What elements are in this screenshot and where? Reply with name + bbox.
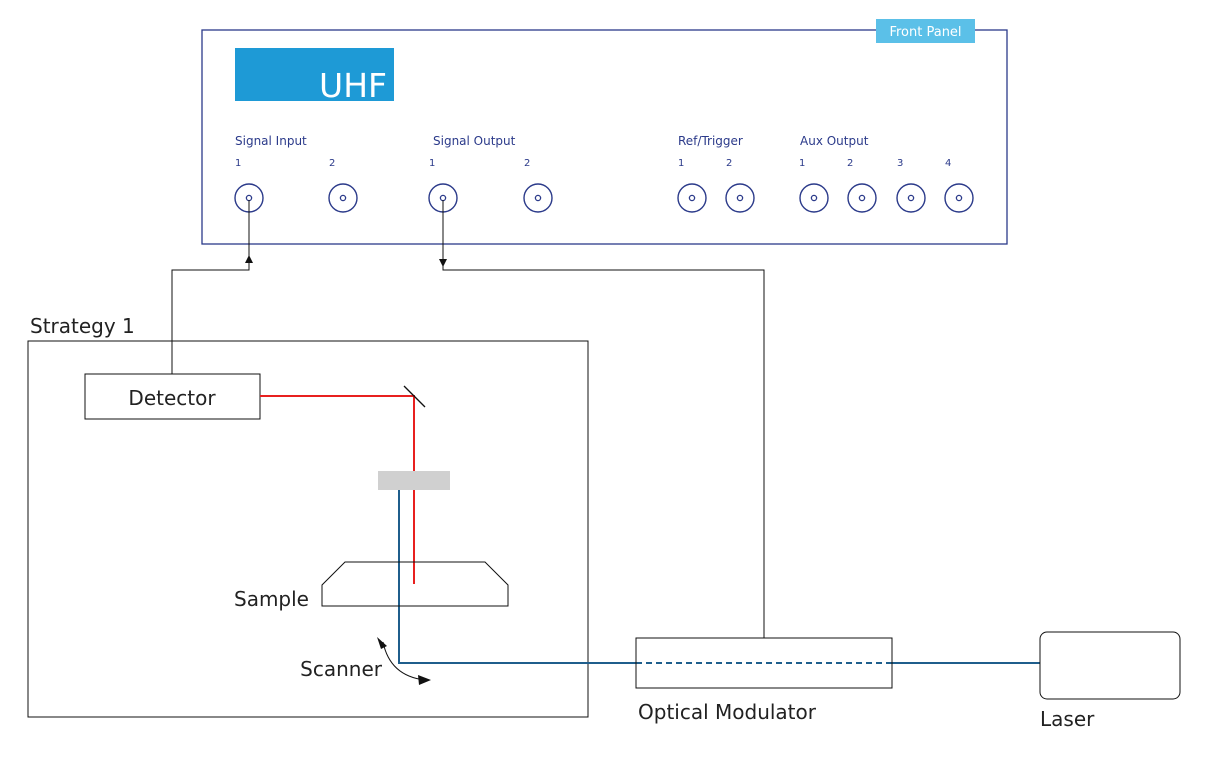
- scanner-arrow-bottom: [418, 675, 431, 685]
- optical-modulator-label: Optical Modulator: [638, 700, 817, 724]
- strategy-title: Strategy 1: [30, 314, 135, 338]
- ref-trigger-2-connector[interactable]: [725, 183, 755, 213]
- strategy-box: [27, 340, 589, 718]
- signal-input-2-connector[interactable]: [328, 183, 358, 213]
- uhf-logo: [235, 48, 394, 101]
- ref-trigger-label: Ref/Trigger: [678, 134, 743, 148]
- aux-output-port-1-number: 1: [799, 158, 805, 169]
- mirror: [403, 385, 426, 408]
- signal-output-port-1-number: 1: [429, 158, 435, 169]
- signal-input-label: Signal Input: [235, 134, 307, 148]
- ref-trigger-1-connector[interactable]: [677, 183, 707, 213]
- aux-output-4-connector[interactable]: [944, 183, 974, 213]
- aux-output-2-connector[interactable]: [847, 183, 877, 213]
- front-panel-frame: [201, 29, 1008, 245]
- detector-label: Detector: [128, 386, 216, 410]
- signal-output-arrowhead: [439, 259, 447, 267]
- aux-output-3-connector[interactable]: [896, 183, 926, 213]
- signal-output-2-connector[interactable]: [523, 183, 553, 213]
- aux-output-port-4-number: 4: [945, 158, 951, 169]
- front-panel-tag: Front Panel: [889, 25, 961, 40]
- detector-to-signal-input-cable: [171, 200, 250, 374]
- signal-input-port-2-number: 2: [329, 158, 335, 169]
- laser-label: Laser: [1040, 707, 1095, 731]
- laser-box: [1039, 631, 1181, 700]
- ref-trigger-port-1-number: 1: [678, 158, 684, 169]
- aux-output-label: Aux Output: [800, 134, 869, 148]
- optical-filter: [378, 471, 450, 490]
- scanner-arrow-top: [377, 637, 387, 649]
- ref-trigger-port-2-number: 2: [726, 158, 732, 169]
- signal-output-to-modulator-cable: [442, 200, 765, 638]
- scanner-arc: [382, 641, 426, 681]
- signal-input-port-1-number: 1: [235, 158, 241, 169]
- signal-input-arrowhead: [245, 255, 253, 263]
- uhf-logo-text: UHF: [319, 66, 387, 105]
- signal-output-label: Signal Output: [433, 134, 516, 148]
- scanner-label: Scanner: [300, 657, 383, 681]
- optical-modulator-box: [635, 637, 893, 689]
- sample-label: Sample: [234, 587, 309, 611]
- front-panel-tag-bg: [876, 19, 975, 43]
- aux-output-port-3-number: 3: [897, 158, 903, 169]
- blue-beam-left: [398, 489, 636, 664]
- sample-shape: [321, 561, 509, 607]
- signal-output-port-2-number: 2: [524, 158, 530, 169]
- aux-output-port-2-number: 2: [847, 158, 853, 169]
- aux-output-1-connector[interactable]: [799, 183, 829, 213]
